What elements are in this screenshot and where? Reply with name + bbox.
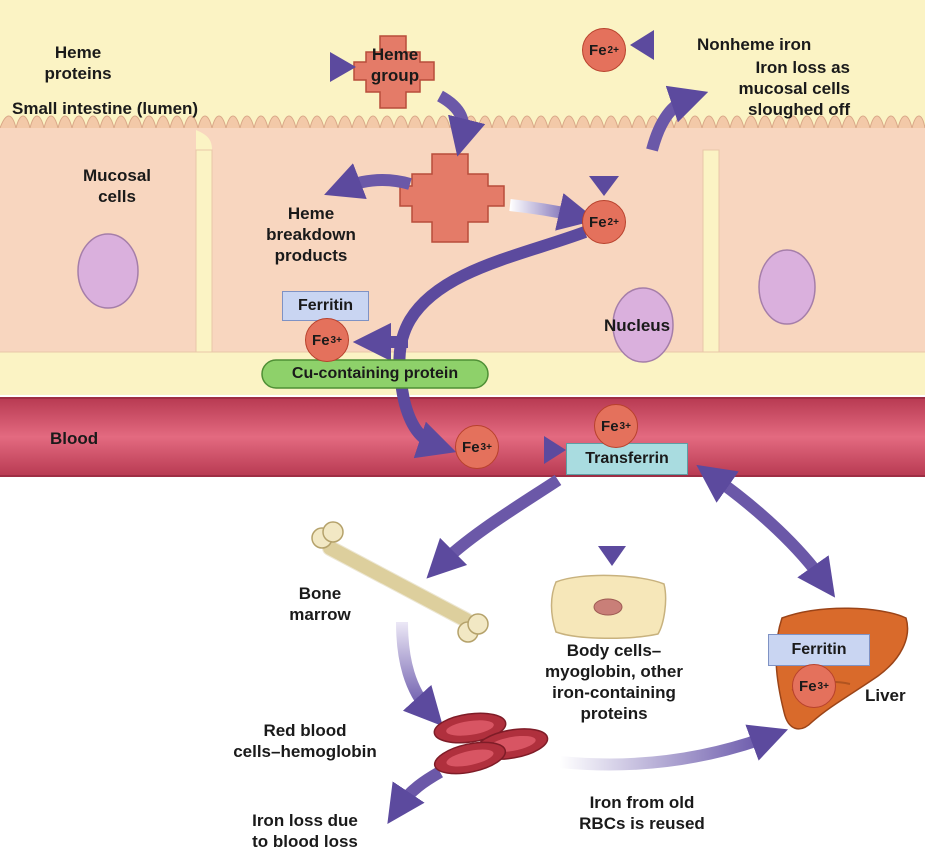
heme-group-label: Heme group: [370, 45, 420, 85]
cu-protein-label: Cu-containing protein: [291, 365, 459, 382]
nucleus-left: [77, 233, 139, 309]
body-cell-icon: [550, 574, 667, 640]
mucosal-cells-label: Mucosal cells: [82, 166, 152, 206]
body-cells-label: Body cells– myoglobin, other iron-contai…: [545, 641, 683, 723]
small-intestine-label: Small intestine (lumen): [12, 99, 199, 118]
red-blood-cells-label: Red blood cells–hemoglobin: [233, 721, 377, 761]
heme-proteins-label: Heme proteins: [44, 43, 112, 83]
ferritin-liver-box: Ferritin: [768, 634, 870, 666]
nucleus-right: [758, 249, 816, 325]
bone-icon: [311, 521, 489, 643]
blood-label: Blood: [50, 429, 99, 448]
iron-loss-blood-label: Iron loss due to blood loss: [252, 811, 358, 851]
bone-marrow-label: Bone marrow: [289, 584, 351, 624]
nucleus-center: [612, 287, 674, 363]
iron-reused-label: Iron from old RBCs is reused: [579, 793, 705, 833]
nonheme-iron-label: Nonheme iron: [697, 35, 812, 54]
iron-loss-mucosal-label: Iron loss as mucosal cells sloughed off: [738, 58, 850, 119]
heme-breakdown-label: Heme breakdown products: [266, 204, 356, 265]
ferritin-intestine-box: Ferritin: [282, 291, 369, 321]
transferrin-box: Transferrin: [566, 443, 688, 475]
nucleus-label: Nucleus: [604, 316, 671, 335]
liver-icon: [775, 607, 909, 730]
red-blood-cells-icon: [433, 712, 549, 775]
cu-protein-shape: [261, 359, 489, 389]
heme-group-cross: [353, 35, 435, 109]
liver-label: Liver: [865, 686, 906, 705]
